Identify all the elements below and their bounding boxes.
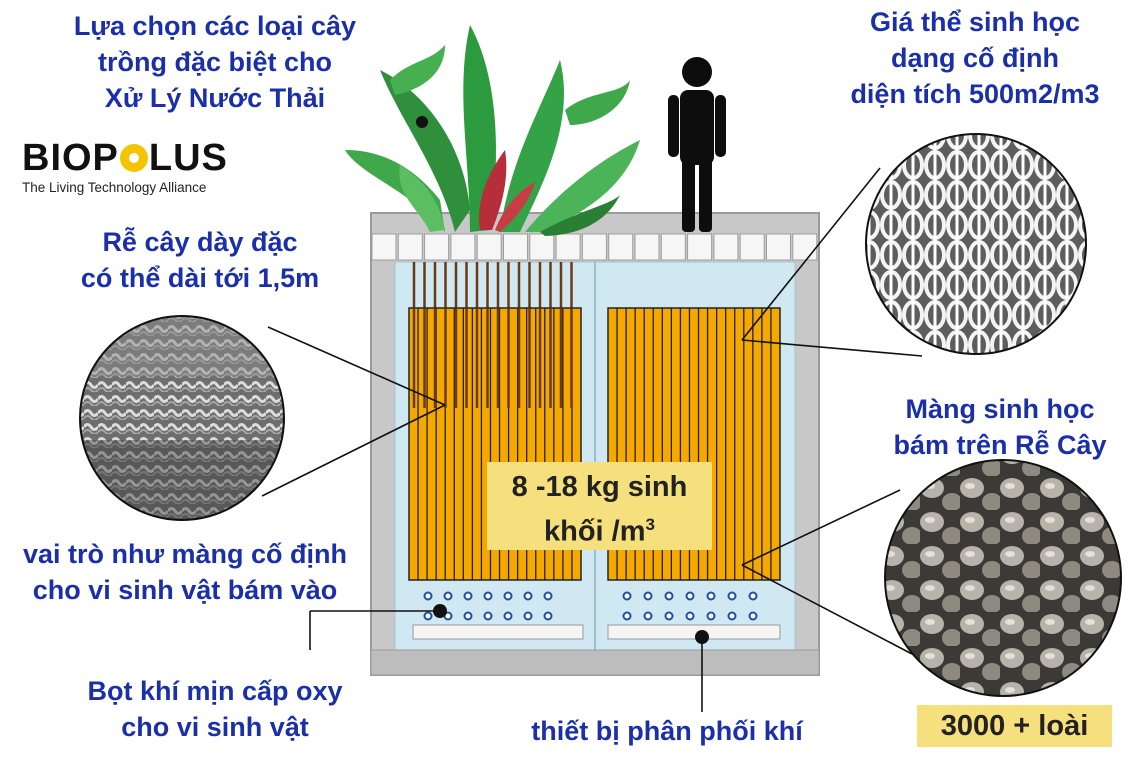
label-line: cho vi sinh vật bám vào	[2, 572, 368, 608]
label-line: trồng đặc biệt cho	[40, 44, 390, 80]
label-bio-carrier: Giá thể sinh học dạng cố định diện tích …	[820, 4, 1130, 112]
label-fine-bubbles: Bọt khí mịn cấp oxy cho vi sinh vật	[60, 673, 370, 745]
air-diffuser-left	[413, 625, 583, 639]
planter-cell	[556, 234, 580, 260]
biomass-line-1: 8 -18 kg sinh	[487, 468, 712, 506]
planter-cell	[661, 234, 685, 260]
air-bubble	[645, 613, 652, 620]
species-count-badge: 3000 + loài	[917, 705, 1112, 747]
air-bubble	[425, 593, 432, 600]
label-line: Xử Lý Nước Thải	[40, 80, 390, 116]
planter-cell	[425, 234, 449, 260]
biomass-text: khối /m	[544, 516, 646, 548]
label-plant-selection: Lựa chọn các loại cây trồng đặc biệt cho…	[40, 8, 390, 116]
planter-cell	[793, 234, 817, 260]
person-silhouette	[668, 57, 726, 232]
plant-pointer-dot	[416, 116, 428, 128]
air-bubble	[729, 593, 736, 600]
biomass-line-2: khối /m3	[487, 506, 712, 551]
label-line: có thể dài tới 1,5m	[40, 260, 360, 296]
air-bubble	[729, 613, 736, 620]
label-root-biofilm: Màng sinh học bám trên Rễ Cây	[870, 391, 1130, 463]
logo-wordmark: BIOP LUS	[22, 138, 228, 178]
air-bubble	[505, 593, 512, 600]
air-bubble	[666, 593, 673, 600]
planter-cell	[635, 234, 659, 260]
logo-word-right: LUS	[149, 138, 228, 178]
planter-cell	[740, 234, 764, 260]
air-bubble	[545, 593, 552, 600]
planter-cell	[767, 234, 791, 260]
label-line: Bọt khí mịn cấp oxy	[60, 673, 370, 709]
bubble-pointer-dot	[433, 604, 447, 618]
label-line: bám trên Rễ Cây	[870, 427, 1130, 463]
label-line: dạng cố định	[820, 40, 1130, 76]
label-fixed-film-role: vai trò như màng cố định cho vi sinh vật…	[2, 536, 368, 608]
air-bubble	[485, 613, 492, 620]
logo-tagline: The Living Technology Alliance	[22, 180, 228, 195]
diffuser-pointer-dot	[695, 630, 709, 644]
label-line: vai trò như màng cố định	[2, 536, 368, 572]
planter-cell	[609, 234, 633, 260]
air-bubble	[687, 593, 694, 600]
label-line: Lựa chọn các loại cây	[40, 8, 390, 44]
planter-cell	[477, 234, 501, 260]
planter-cell	[530, 234, 554, 260]
air-bubble	[708, 613, 715, 620]
air-bubble	[750, 593, 757, 600]
air-bubble	[525, 593, 532, 600]
label-line: diện tích 500m2/m3	[820, 76, 1130, 112]
label-line: Rễ cây dày đặc	[40, 224, 360, 260]
logo-dot-icon	[120, 144, 148, 172]
label-line: Màng sinh học	[870, 391, 1130, 427]
logo-word-left: BIOP	[22, 138, 119, 178]
biomass-superscript: 3	[646, 515, 655, 534]
air-bubble	[750, 613, 757, 620]
air-bubble	[485, 593, 492, 600]
label-line: Giá thể sinh học	[820, 4, 1130, 40]
air-bubble	[645, 593, 652, 600]
root-fiber-micrograph	[80, 316, 284, 520]
planter-cell	[688, 234, 712, 260]
air-bubble	[465, 593, 472, 600]
air-bubble	[445, 593, 452, 600]
air-bubble	[624, 613, 631, 620]
label-line: cho vi sinh vật	[60, 709, 370, 745]
air-bubble	[708, 593, 715, 600]
biomass-badge: 8 -18 kg sinh khối /m3	[487, 462, 712, 550]
label-air-distributor: thiết bị phân phối khí	[497, 713, 837, 749]
planter-cell	[504, 234, 528, 260]
air-bubble	[624, 593, 631, 600]
air-bubble	[687, 613, 694, 620]
planter-cell	[372, 234, 396, 260]
air-bubble	[465, 613, 472, 620]
air-bubble	[425, 613, 432, 620]
air-bubble	[666, 613, 673, 620]
bio-carrier-photo	[866, 134, 1086, 354]
label-roots: Rễ cây dày đặc có thể dài tới 1,5m	[40, 224, 360, 296]
air-bubble	[505, 613, 512, 620]
air-bubble	[545, 613, 552, 620]
air-diffuser-right	[608, 625, 780, 639]
planter-cell	[398, 234, 422, 260]
planter-cell	[451, 234, 475, 260]
planter-cell	[714, 234, 738, 260]
air-bubble	[525, 613, 532, 620]
root-biofilm-photo	[885, 460, 1121, 696]
label-line: thiết bị phân phối khí	[497, 713, 837, 749]
floating-planter-row	[372, 234, 817, 260]
biopolus-logo: BIOP LUS The Living Technology Alliance	[22, 138, 228, 195]
planter-cell	[582, 234, 606, 260]
